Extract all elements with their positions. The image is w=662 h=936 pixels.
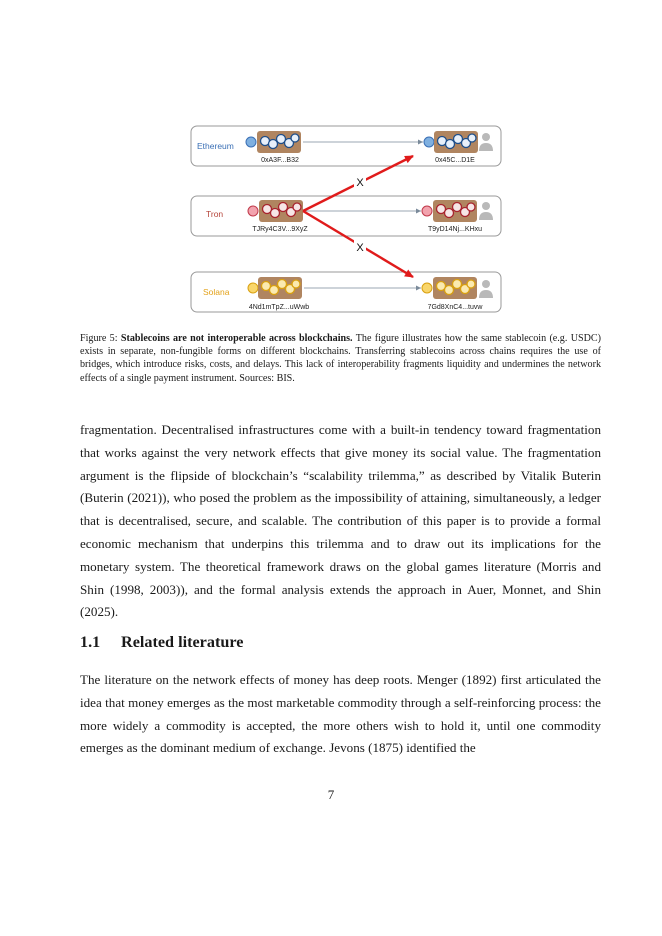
figure-label: Figure 5: [80, 333, 118, 344]
address-left-solana: 4Nd1mTpZ...uWwb [249, 304, 309, 311]
token-icon [247, 282, 259, 294]
chain-label-solana: Solana [203, 287, 230, 297]
address-left-tron: TJRy4C3V...9XyZ [252, 226, 308, 233]
user-icon [479, 280, 493, 298]
user-icon [479, 133, 493, 151]
address-left-ethereum: 0xA3F...B32 [261, 157, 299, 164]
blocked-mark-upper: X [356, 177, 364, 189]
chain-label-ethereum: Ethereum [197, 141, 234, 151]
section-number: 1.1 [80, 633, 101, 651]
blocked-mark-lower: X [356, 242, 364, 254]
coins-icon [436, 133, 477, 150]
stablecoin-interoperability-figure: Ethereum 0xA3F...B32 0x45C...D1E Tron [185, 120, 510, 320]
coins-icon [261, 201, 302, 219]
token-icon [247, 205, 259, 217]
figure-caption: Figure 5: Stablecoins are not interopera… [80, 332, 601, 385]
token-icon [421, 282, 433, 294]
body-paragraph: The literature on the network effects of… [80, 672, 601, 756]
chain-row-solana: Solana 4Nd1mTpZ...uWwb 7Gd8XnC4...tuvw [190, 271, 502, 313]
figure-caption-title: Stablecoins are not interoperable across… [120, 333, 353, 344]
token-icon [421, 205, 433, 217]
coins-icon [435, 201, 476, 219]
token-icon [245, 136, 257, 148]
figure-caption-text: The figure illustrates how the same stab… [80, 333, 601, 384]
chain-row-tron: Tron TJRy4C3V...9XyZ T9yD14Nj...KHxu [190, 195, 502, 237]
token-icon [423, 136, 435, 148]
chain-label-tron: Tron [206, 209, 223, 219]
user-icon [479, 202, 493, 220]
section-title: Related literature [121, 633, 244, 651]
figure-diagram: Ethereum 0xA3F...B32 0x45C...D1E Tron [190, 125, 502, 313]
chain-row-ethereum: Ethereum 0xA3F...B32 0x45C...D1E [190, 125, 502, 167]
body-paragraph: fragmentation. Decentralised infrastruct… [80, 422, 601, 620]
coins-icon [260, 278, 301, 296]
address-right-ethereum: 0x45C...D1E [435, 157, 475, 164]
page-number: 7 [327, 787, 335, 802]
coins-icon [259, 133, 300, 150]
section-heading: 1.1 Related literature [80, 633, 243, 652]
address-right-solana: 7Gd8XnC4...tuvw [428, 304, 484, 311]
address-right-tron: T9yD14Nj...KHxu [428, 226, 482, 233]
coins-icon [435, 278, 476, 296]
